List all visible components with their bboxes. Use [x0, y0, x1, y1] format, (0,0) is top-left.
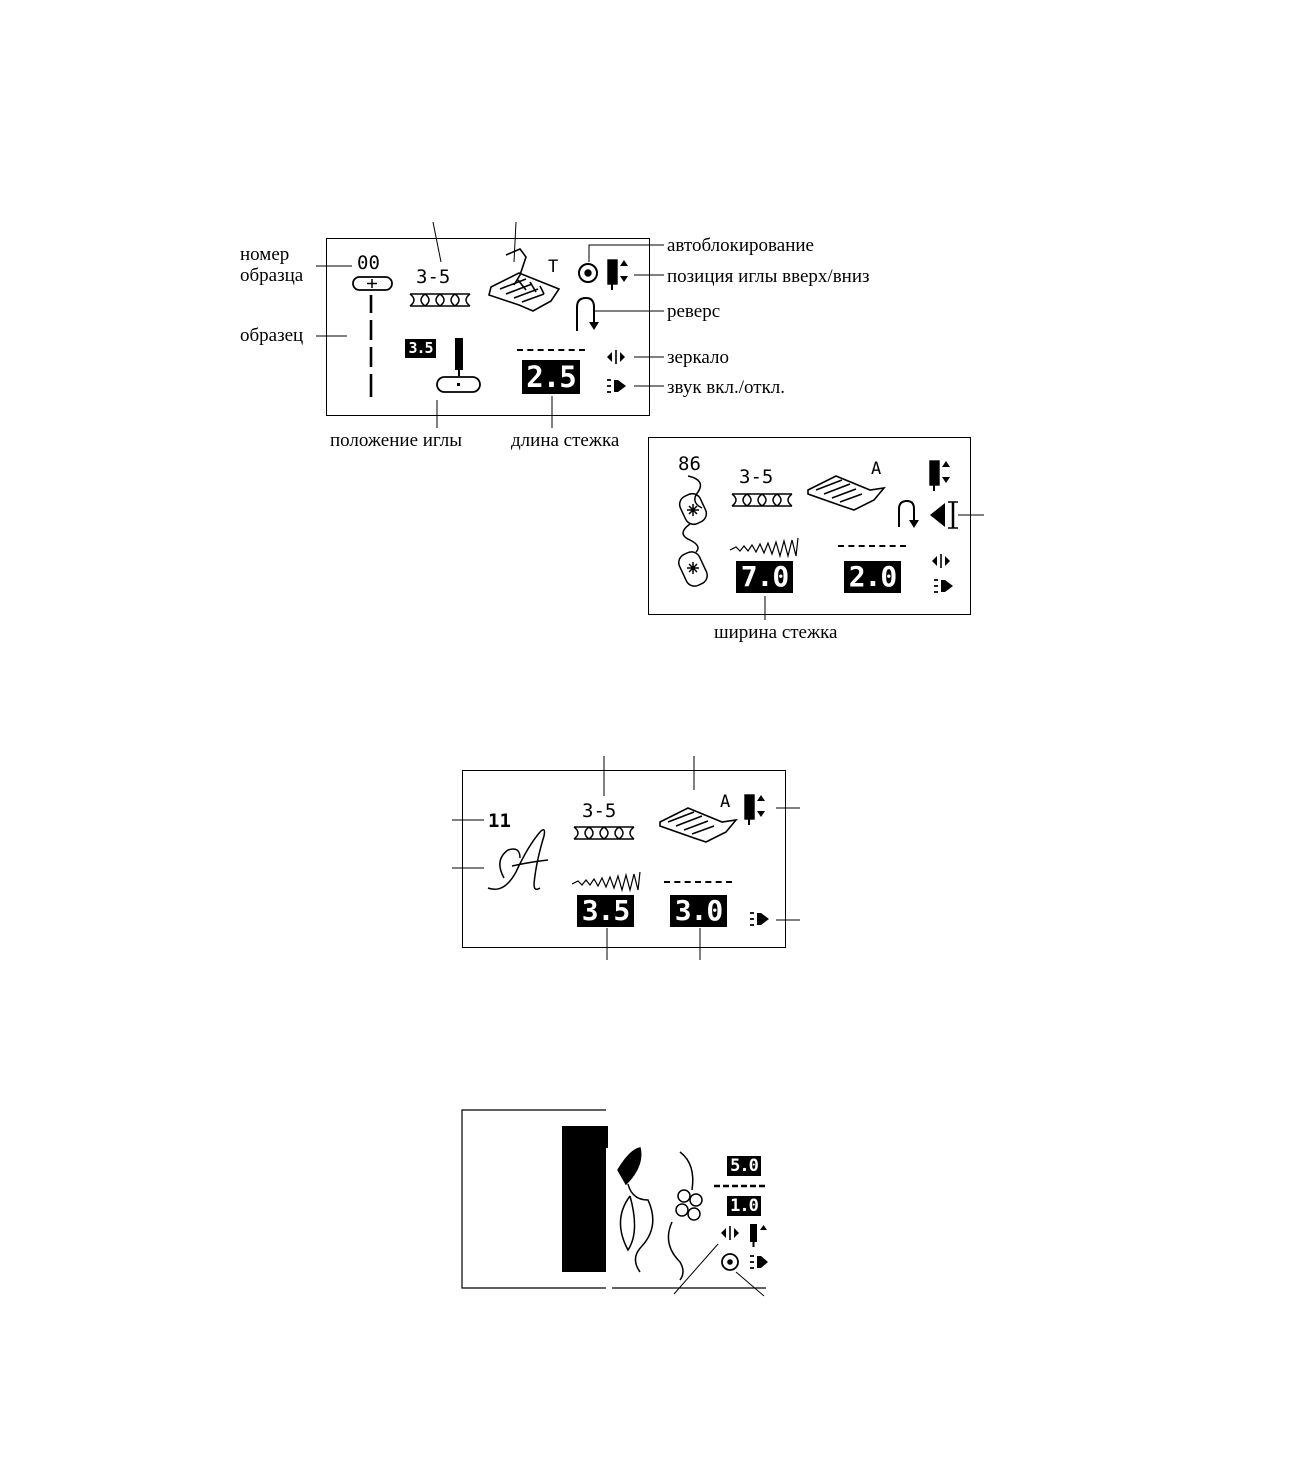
presser-foot-letter: A	[871, 459, 882, 479]
stitch-width-label: ширина стежка	[714, 622, 838, 643]
presser-foot-letter: A	[720, 792, 731, 812]
stitch-length-value: 1.0	[727, 1196, 761, 1216]
needle-up-down-icon	[607, 259, 628, 290]
sound-label: звук вкл./откл.	[667, 377, 786, 398]
pattern-label: образец	[240, 325, 304, 346]
pattern-number-label: номер	[240, 244, 290, 265]
presser-foot-icon	[488, 248, 561, 312]
sound-icon	[750, 912, 769, 926]
stitch-width-value: 5.0	[727, 1156, 761, 1176]
tension-chain-icon	[573, 826, 635, 840]
stitch-setting: 3-5	[582, 800, 617, 822]
mirror-icon	[932, 554, 950, 568]
stitch-setting: 3-5	[739, 466, 774, 488]
stitch-length-value: 2.0	[844, 561, 901, 593]
reverse-label: реверс	[667, 301, 721, 322]
stitch-setting: 3-5	[416, 266, 451, 288]
screen1-leader-lines	[316, 221, 664, 428]
mirror-label: зеркало	[667, 347, 729, 368]
needle-up-icon	[750, 1224, 767, 1247]
pattern-number-label-2: образца	[240, 265, 304, 286]
zigzag-width-icon	[729, 537, 799, 559]
presser-foot-icon	[659, 807, 738, 843]
auto-lock-label: автоблокирование	[667, 235, 814, 256]
stitch-length-value: 2.5	[522, 360, 580, 394]
sound-icon	[934, 579, 953, 593]
stitch-length-label: длина стежка	[511, 430, 620, 451]
sound-icon	[607, 379, 626, 393]
decorative-flower-pattern-icon	[678, 475, 708, 587]
presser-foot-icon	[807, 475, 886, 511]
needle-position-value: 3.5	[405, 339, 436, 358]
tension-chain-icon	[731, 493, 793, 507]
screen4-leader-lines	[673, 1243, 765, 1297]
pattern-number: 11	[488, 810, 511, 832]
screen3-leader-lines	[452, 756, 800, 960]
selection-gap	[606, 1148, 612, 1272]
pattern-number: 00	[357, 252, 380, 274]
needle-up-down-icon	[929, 460, 950, 491]
lcd-screen-decorative	[648, 437, 971, 615]
needle-plate-icon	[436, 376, 481, 393]
pattern-number: 86	[678, 453, 701, 475]
mirror-icon	[607, 350, 625, 364]
stitch-width-value: 3.5	[577, 895, 634, 927]
stitch-length-dashes	[664, 881, 732, 883]
needle-icon	[455, 338, 463, 376]
stitch-length-value: 3.0	[670, 895, 727, 927]
sewing-foot-plate-icon	[352, 276, 393, 291]
memory-icon	[930, 501, 984, 529]
mirror-icon	[721, 1226, 739, 1240]
sound-icon	[750, 1255, 768, 1269]
lcd-screen-partial-frame	[461, 1109, 766, 1289]
zigzag-width-icon	[571, 871, 641, 893]
presser-foot-letter: T	[548, 257, 559, 277]
tension-chain-icon	[409, 293, 471, 307]
selection-highlight-bar	[562, 1126, 608, 1272]
stitch-width-value: 7.0	[736, 561, 793, 593]
needle-up-down-icon	[744, 794, 765, 825]
stitch-length-dashes	[517, 349, 585, 351]
flower-vine-pattern-icon	[667, 1151, 703, 1281]
script-letter-a-icon	[487, 829, 549, 891]
leaf-vine-pattern-icon	[617, 1147, 654, 1273]
stitch-length-dashes	[838, 545, 906, 547]
needle-position-label: положение иглы	[330, 430, 462, 451]
auto-lock-icon	[721, 1253, 739, 1271]
reverse-icon	[898, 499, 919, 528]
reverse-icon	[576, 296, 599, 331]
needle-up-down-label: позиция иглы вверх/вниз	[667, 266, 870, 287]
auto-lock-icon	[578, 263, 598, 283]
